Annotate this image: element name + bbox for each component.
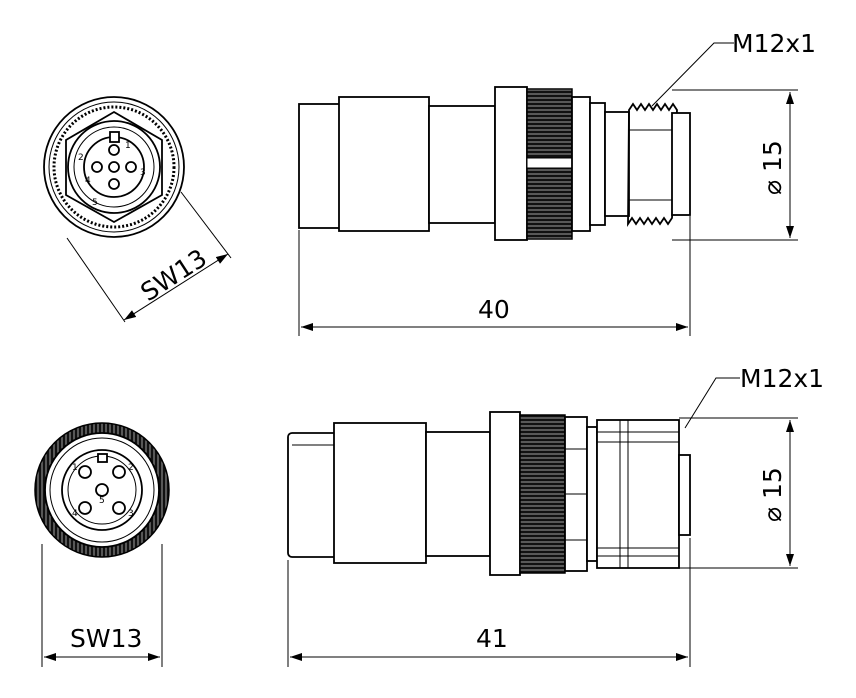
thread-callout: M12x1	[684, 364, 824, 429]
pin-label: 3	[128, 509, 134, 519]
diameter-label: ⌀ 15	[758, 140, 787, 195]
pin-label: 5	[99, 496, 105, 506]
female-connector-front-view: 1 2 3 4 5	[34, 422, 170, 558]
female-connector-side-view	[287, 411, 691, 576]
pin-label: 3	[140, 168, 146, 178]
pin-label: 1	[72, 463, 78, 473]
wrench-size-label: SW13	[135, 243, 212, 307]
male-connector-front-view: 1 2 3 4 5	[43, 96, 185, 238]
pin-label: 2	[128, 463, 134, 473]
length-dimension: 40	[298, 216, 691, 336]
length-dimension: 41	[287, 538, 691, 667]
wrench-size-label: SW13	[70, 624, 142, 653]
pin-label: 5	[92, 198, 98, 208]
pin-label: 4	[72, 509, 78, 519]
pin-label: 1	[125, 141, 131, 151]
diameter-label: ⌀ 15	[758, 467, 787, 522]
male-connector-side-view	[298, 86, 691, 241]
diameter-dimension: ⌀ 15	[679, 417, 798, 569]
thread-label: M12x1	[740, 364, 824, 393]
thread-callout: M12x1	[651, 29, 816, 107]
diameter-dimension: ⌀ 15	[672, 89, 798, 241]
length-label: 40	[478, 295, 510, 324]
wrench-size-dimension: SW13	[41, 544, 163, 667]
thread-label: M12x1	[732, 29, 816, 58]
pin-label: 4	[85, 176, 91, 186]
pin-label: 2	[78, 153, 84, 163]
length-label: 41	[476, 624, 508, 653]
